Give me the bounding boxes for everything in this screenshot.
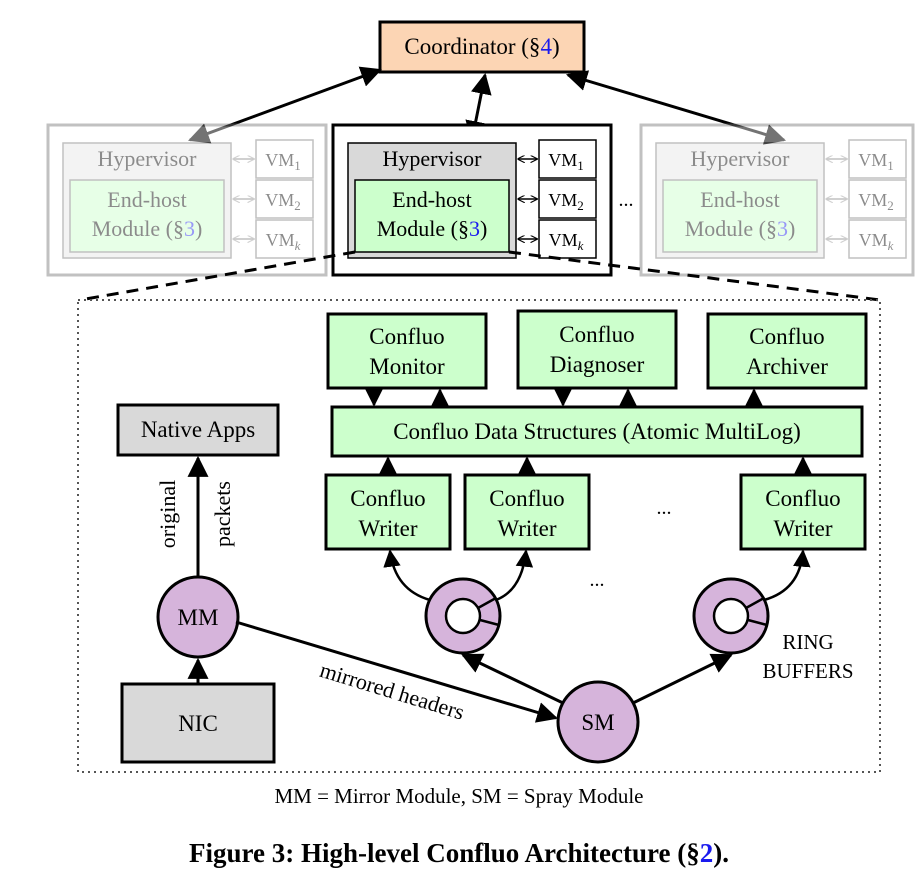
legend: MM = Mirror Module, SM = Spray Module	[274, 784, 644, 808]
vm-1-label: VM1	[265, 150, 301, 173]
coordinator-label: Coordinator (§4)	[404, 34, 559, 59]
detail-container	[77, 299, 881, 773]
hypervisor-label: Hypervisor	[691, 146, 791, 171]
packets-label: packets	[210, 481, 235, 547]
module-label-line2: Module (§3)	[685, 216, 796, 241]
figure-caption: Figure 3: High-level Confluo Architectur…	[189, 838, 729, 868]
writers-ellipsis: ...	[657, 497, 672, 519]
ring-buffer-1	[424, 577, 502, 655]
native-apps: Native Apps	[116, 403, 280, 457]
buffer-writer-arrows	[383, 549, 811, 602]
ring-buffers-label-line1: RING	[782, 630, 833, 654]
module-label-line1: End-host	[107, 187, 186, 212]
writer-datastructure-arrows	[379, 456, 812, 474]
svg-text:Writer: Writer	[773, 516, 832, 541]
mirrored-headers-label: mirrored headers	[317, 657, 467, 725]
coordinator-left-host-arrow	[188, 66, 382, 144]
svg-text:SM: SM	[581, 710, 614, 735]
spray-module: SM	[556, 680, 640, 764]
svg-text:NIC: NIC	[178, 711, 218, 736]
vm-1-label: VM1	[858, 150, 894, 173]
confluo-archiver: Confluo Archiver	[706, 312, 868, 390]
confluo-writer-2: Confluo Writer	[463, 473, 591, 551]
sm-to-buffer-1-arrow	[461, 653, 564, 705]
mm-to-sm-arrow	[235, 620, 559, 723]
module-datastructure-arrows	[365, 388, 763, 407]
module-label-line1: End-host	[700, 187, 779, 212]
vm-2-label: VM2	[858, 190, 894, 213]
module-label-line2: Module (§3)	[92, 216, 203, 241]
host-left: Hypervisor End-host Module (§3) VM1 VM2 …	[46, 123, 328, 277]
vm-1-label: VM1	[548, 150, 584, 173]
svg-text:Diagnoser: Diagnoser	[550, 352, 645, 377]
confluo-writer-3: Confluo Writer	[739, 473, 867, 551]
mirror-module: MM	[156, 575, 240, 659]
host-right: Hypervisor End-host Module (§3) VM1 VM2 …	[639, 123, 915, 277]
vm-k-label: VMk	[549, 230, 584, 253]
confluo-diagnoser: Confluo Diagnoser	[516, 309, 678, 390]
svg-text:Writer: Writer	[358, 516, 417, 541]
svg-text:Archiver: Archiver	[746, 354, 828, 379]
svg-text:Confluo: Confluo	[559, 322, 634, 347]
svg-text:Monitor: Monitor	[369, 354, 445, 379]
coordinator: Coordinator (§4)	[378, 20, 586, 74]
svg-text:Confluo Data Structures (Atomi: Confluo Data Structures (Atomic MultiLog…	[393, 419, 801, 444]
svg-text:Confluo: Confluo	[765, 486, 840, 511]
nic: NIC	[120, 682, 276, 764]
confluo-writer-1: Confluo Writer	[324, 473, 452, 551]
packet-flow-arrows	[187, 455, 733, 723]
section-link[interactable]: 2	[699, 838, 714, 868]
svg-text:Confluo: Confluo	[489, 486, 564, 511]
svg-text:Confluo: Confluo	[369, 324, 444, 349]
host-center: Hypervisor End-host Module (§3) VM1 VM2 …	[331, 123, 613, 277]
svg-text:Confluo: Confluo	[749, 324, 824, 349]
hypervisor-label: Hypervisor	[98, 146, 198, 171]
sm-to-buffer-2-arrow	[632, 653, 733, 705]
confluo-monitor: Confluo Monitor	[326, 312, 488, 390]
module-label-line2: Module (§3)	[377, 216, 488, 241]
hosts-ellipsis: ...	[619, 189, 634, 211]
buffers-ellipsis: ...	[590, 569, 605, 591]
vm-k-label: VMk	[859, 230, 894, 253]
vm-2-label: VM2	[265, 190, 301, 213]
module-label-line1: End-host	[392, 187, 471, 212]
svg-text:Writer: Writer	[497, 516, 556, 541]
original-label: original	[155, 480, 180, 548]
vm-2-label: VM2	[548, 190, 584, 213]
zoom-lines	[79, 250, 881, 302]
confluo-data-structures: Confluo Data Structures (Atomic MultiLog…	[330, 405, 864, 458]
ring-buffer-2	[692, 577, 770, 655]
svg-text:MM: MM	[178, 605, 219, 630]
ring-buffers-label-line2: BUFFERS	[762, 659, 853, 683]
svg-text:Confluo: Confluo	[350, 486, 425, 511]
hypervisor-label: Hypervisor	[383, 146, 483, 171]
coordinator-right-host-arrow	[565, 70, 787, 145]
svg-text:Native Apps: Native Apps	[141, 417, 255, 442]
vm-k-label: VMk	[266, 230, 301, 253]
